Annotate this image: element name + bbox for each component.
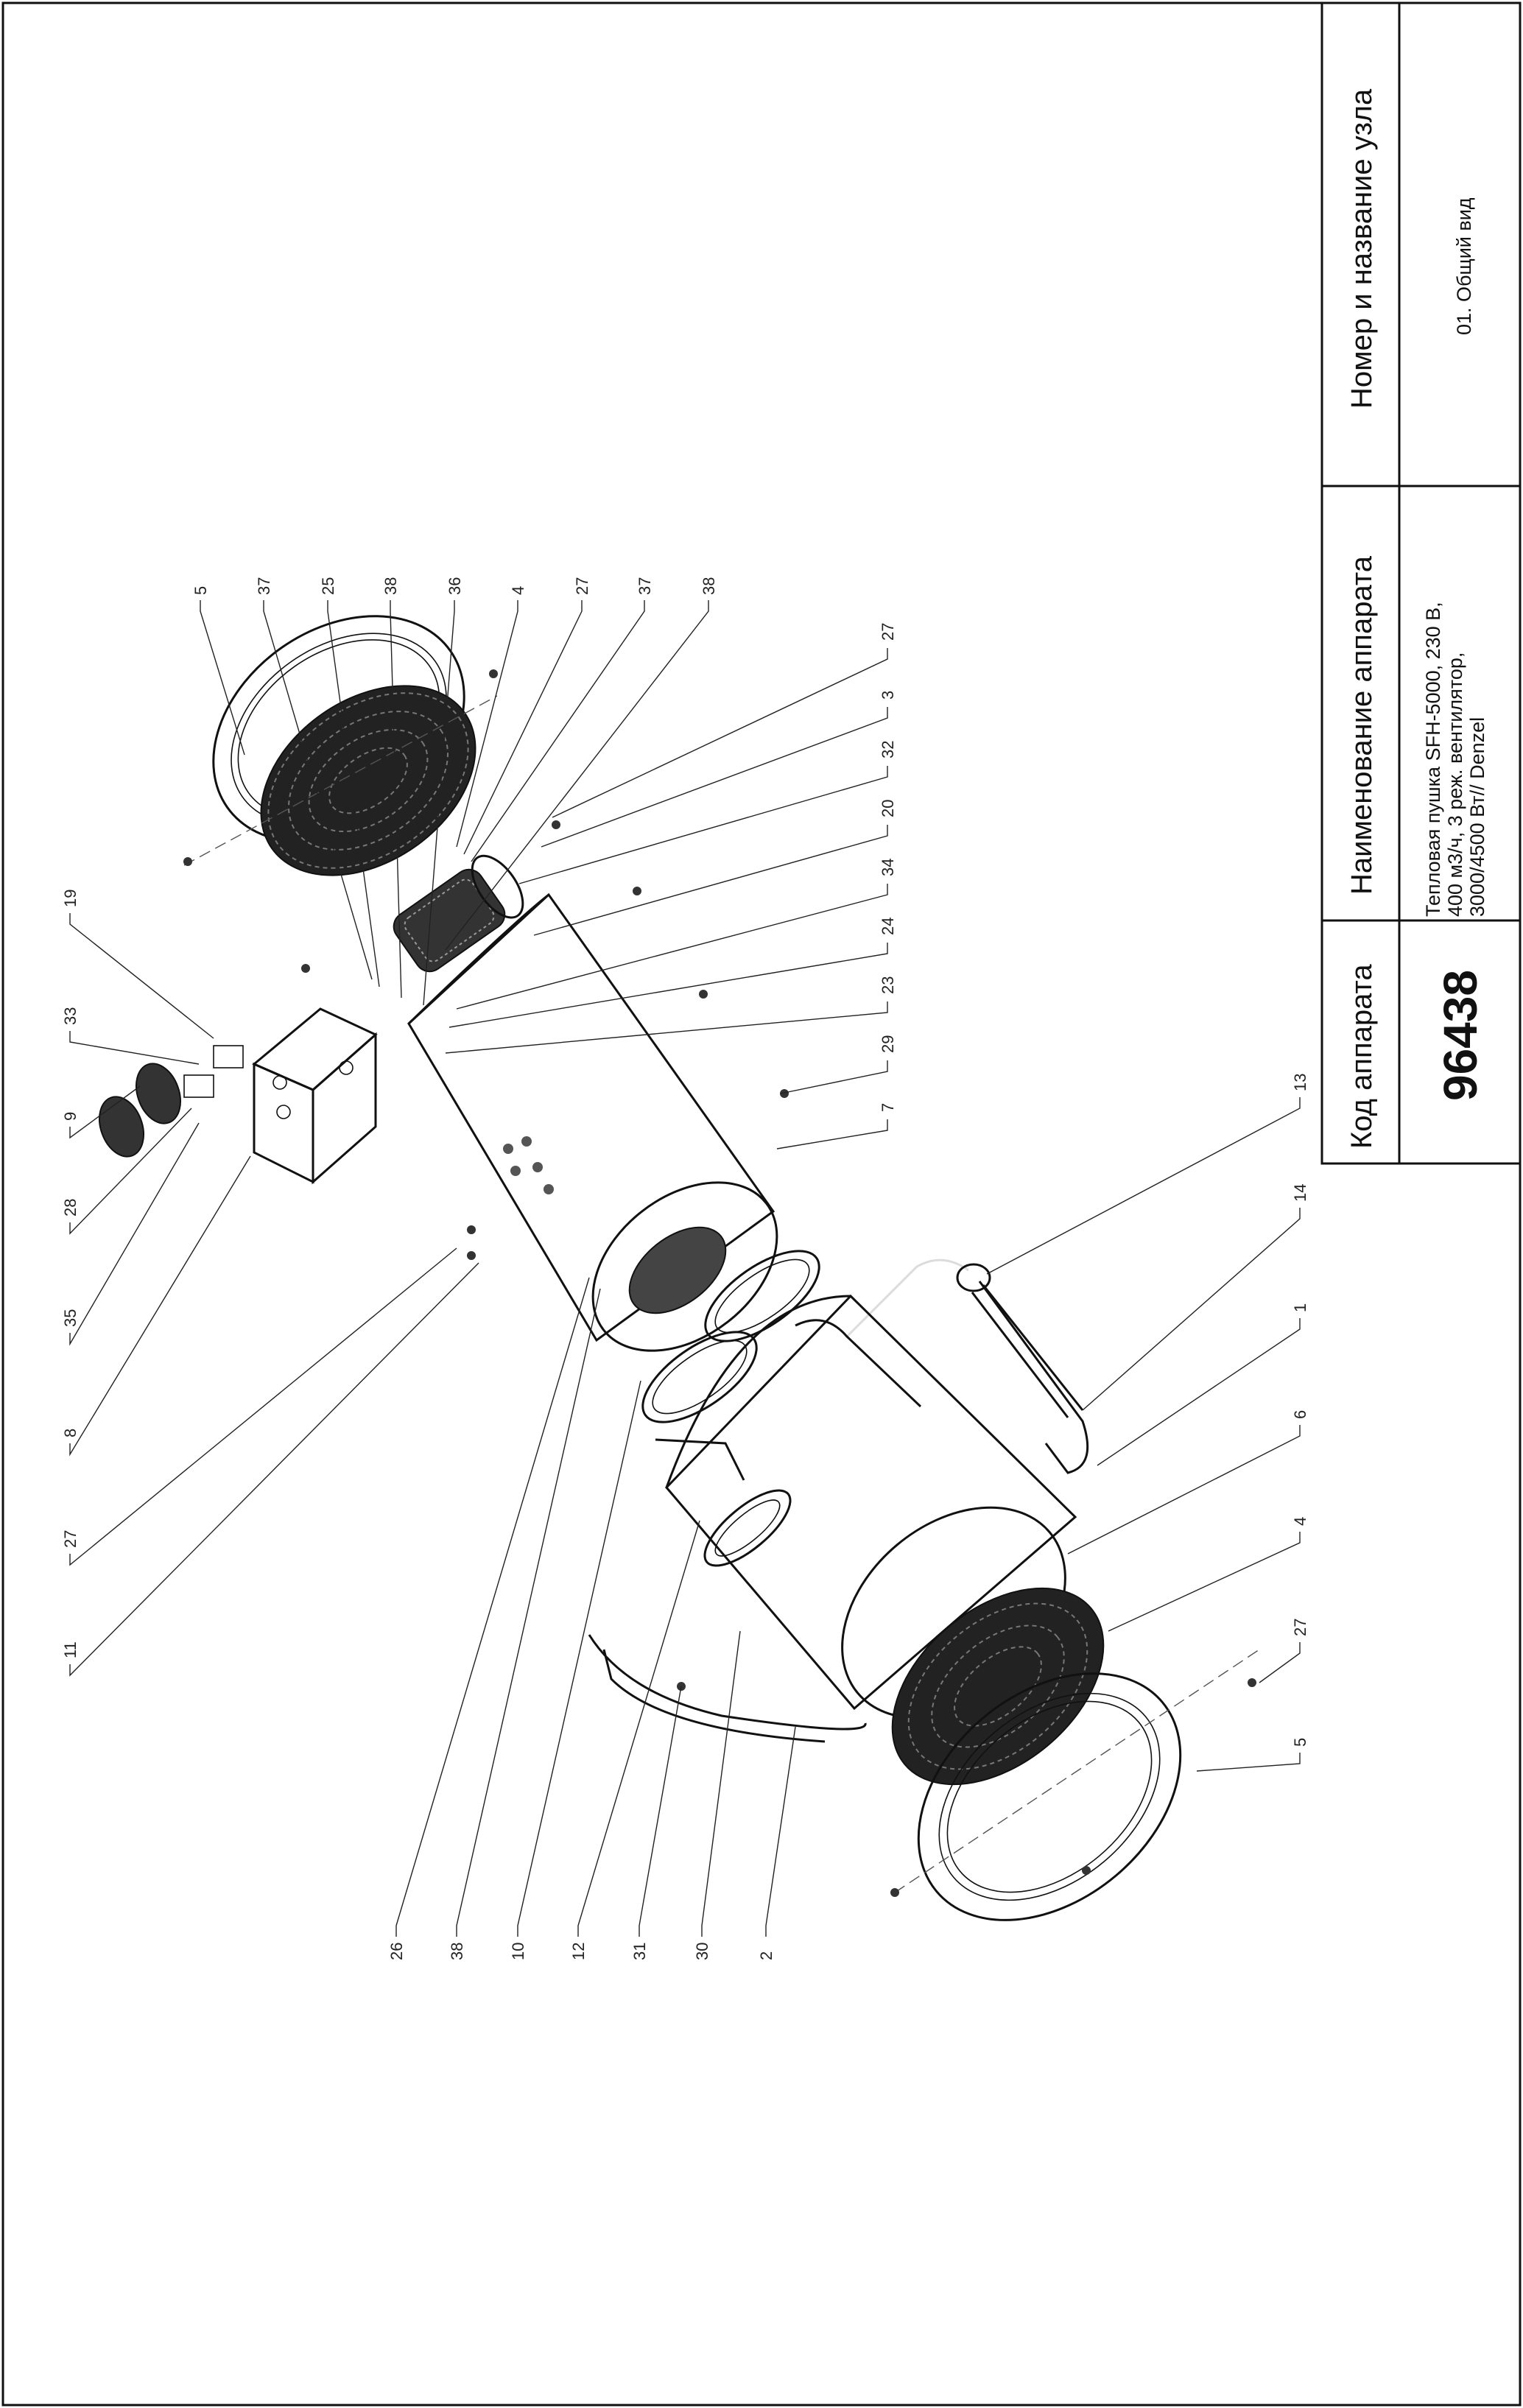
callout-r-5: 4 xyxy=(1291,1517,1309,1526)
callout-ur-5: 34 xyxy=(879,859,897,876)
callout-ur-8: 29 xyxy=(879,1035,897,1053)
callout-top-8: 37 xyxy=(636,577,654,595)
callout-top-1: 5 xyxy=(191,586,210,595)
callout-b-7: 2 xyxy=(757,1951,775,1960)
heater-illustration xyxy=(99,615,1260,1921)
grille-top xyxy=(260,685,476,876)
callout-l-7: 27 xyxy=(61,1530,80,1548)
callout-ur-1: 27 xyxy=(879,623,897,641)
callout-ur-6: 24 xyxy=(879,918,897,935)
name-line-2: 400 м3/ч, 3 реж. вентилятор, xyxy=(1444,652,1466,917)
callout-top-6: 4 xyxy=(509,586,527,595)
code-value: 96438 xyxy=(1434,970,1487,1101)
knobs xyxy=(99,1063,181,1158)
handle-bar xyxy=(956,1263,1084,1418)
callout-l-1: 19 xyxy=(61,890,80,907)
callout-top-9: 38 xyxy=(700,577,718,595)
callout-r-1: 13 xyxy=(1291,1074,1309,1091)
title-block: Номер и название узла 01. Общий вид Наим… xyxy=(1320,1,1522,1165)
name-header: Наименование аппарата xyxy=(1346,555,1378,895)
callout-r-7: 5 xyxy=(1291,1738,1309,1747)
code-header: Код аппарата xyxy=(1346,964,1378,1149)
callout-top-2: 37 xyxy=(255,577,273,595)
callout-top-5: 36 xyxy=(446,577,464,595)
callout-b-3: 10 xyxy=(509,1943,527,1960)
callout-b-1: 26 xyxy=(387,1943,406,1960)
callout-top-7: 27 xyxy=(573,577,591,595)
callout-l-3: 9 xyxy=(61,1112,80,1121)
callout-ur-7: 23 xyxy=(879,976,897,994)
callout-l-2: 33 xyxy=(61,1007,80,1025)
callout-r-3: 1 xyxy=(1291,1303,1309,1312)
node-value: 01. Общий вид xyxy=(1453,197,1475,335)
fan-motor xyxy=(393,854,524,973)
name-line-1: Тепловая пушка SFH-5000, 230 В, xyxy=(1422,602,1444,917)
callout-b-2: 38 xyxy=(448,1943,466,1960)
callout-ur-4: 20 xyxy=(879,800,897,817)
leader-lines xyxy=(69,600,1301,1937)
callout-r-2: 14 xyxy=(1291,1184,1309,1202)
callout-r-6: 27 xyxy=(1291,1619,1309,1636)
assembly-axis-bottom xyxy=(894,1649,1260,1893)
callout-l-6: 8 xyxy=(61,1429,80,1437)
callout-r-4: 6 xyxy=(1291,1410,1309,1419)
callout-top-3: 25 xyxy=(319,577,337,595)
assembly-axis-top xyxy=(183,695,498,866)
node-header: Номер и название узла xyxy=(1346,88,1378,409)
callout-l-4: 28 xyxy=(61,1199,80,1217)
callout-ur-2: 3 xyxy=(879,691,897,700)
front-ring-bottom xyxy=(917,1672,1182,1921)
callout-b-4: 12 xyxy=(569,1943,588,1960)
callout-labels: 5 37 25 38 36 4 27 37 38 27 3 32 20 34 2… xyxy=(61,577,1309,1960)
callout-ur-9: 7 xyxy=(879,1103,897,1112)
callout-b-5: 31 xyxy=(630,1943,649,1960)
heater-body-shell xyxy=(407,893,778,1352)
callout-top-4: 38 xyxy=(381,577,400,595)
callout-b-6: 30 xyxy=(693,1943,711,1960)
callout-ur-3: 32 xyxy=(879,741,897,758)
grille-bottom xyxy=(891,1587,1105,1786)
screws xyxy=(183,669,1256,1897)
control-box xyxy=(183,1007,378,1185)
callout-l-8: 11 xyxy=(61,1641,80,1658)
callout-l-5: 35 xyxy=(61,1309,80,1327)
name-line-3: 3000/4500 Вт// Denzel xyxy=(1466,717,1488,917)
